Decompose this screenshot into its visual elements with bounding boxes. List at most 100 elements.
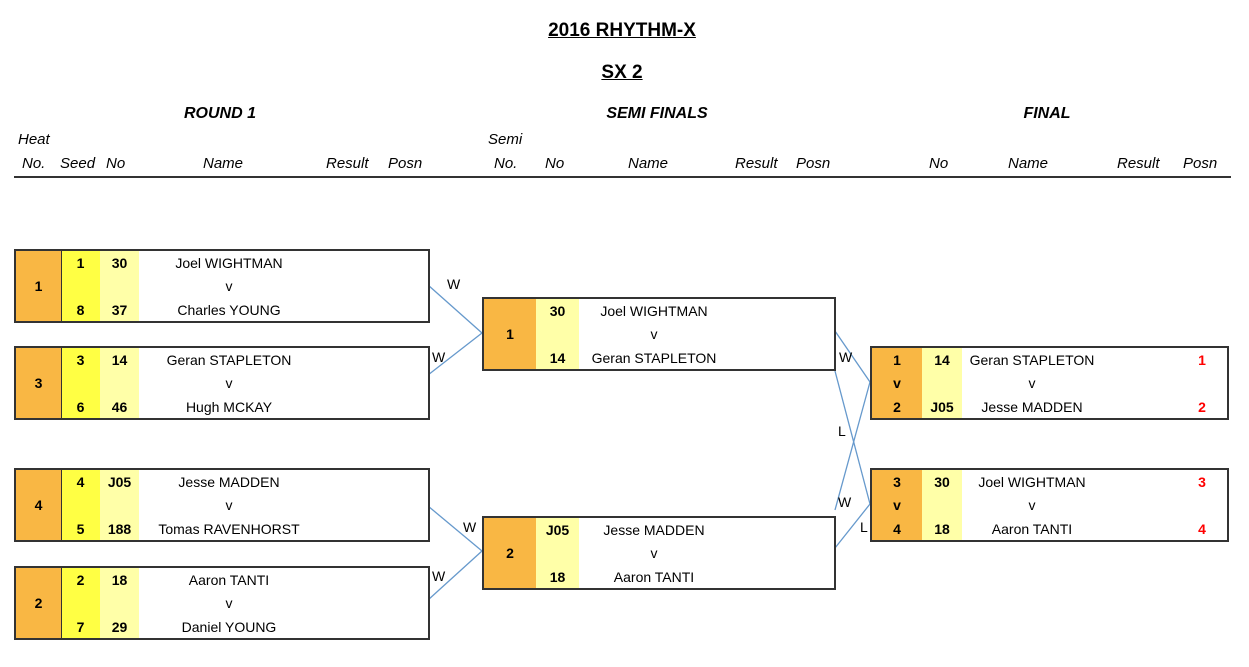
rider-number: 14 [934, 352, 950, 368]
label-heat3-winner: W [432, 349, 446, 365]
final-position: 2 [1198, 399, 1206, 415]
place-cell [872, 348, 922, 418]
number-cell [922, 470, 962, 540]
versus: v [1028, 497, 1036, 513]
place: 4 [893, 521, 901, 537]
semi-number-cell [484, 518, 536, 588]
versus-marker: v [893, 375, 901, 391]
label-heat1-winner: W [447, 276, 461, 292]
semi-box-1[interactable]: 1 30 Joel WIGHTMAN v 14 Geran STAPLETON [482, 297, 836, 371]
col-result: Result [326, 155, 369, 172]
semi-box-2[interactable]: 2 J05 Jesse MADDEN v 18 Aaron TANTI [482, 516, 836, 590]
rider-name: Hugh MCKAY [185, 399, 273, 415]
heat-number: 4 [34, 497, 43, 513]
semi-number-cell [484, 299, 536, 369]
heat-number: 3 [34, 375, 43, 391]
versus: v [1028, 375, 1036, 391]
connector-heat2-semi2 [427, 550, 483, 601]
rider-name: Jesse MADDEN [178, 474, 280, 490]
connector-semi2-final-w [834, 381, 871, 511]
connector-semi2-final-l [834, 503, 871, 549]
number-cell [922, 348, 962, 418]
place: 1 [893, 352, 901, 368]
seed-cell [61, 470, 101, 540]
col-heat-no: No. [22, 155, 46, 172]
seed-cell [61, 568, 101, 638]
rider-name: Aaron TANTI [991, 521, 1073, 537]
heat-number-cell [16, 568, 61, 638]
col-final-name: Name [1008, 155, 1049, 172]
final-heading: FINAL [1023, 105, 1071, 122]
rider-name: Aaron TANTI [613, 569, 695, 585]
col-no: No [106, 155, 126, 172]
number-cell [536, 518, 579, 588]
heat-number-cell [16, 251, 61, 321]
col-name: Name [203, 155, 244, 172]
rider-name: Jesse MADDEN [603, 522, 705, 538]
rider-seed: 2 [76, 572, 85, 588]
semi-number: 1 [506, 326, 514, 342]
versus: v [225, 375, 233, 391]
rider-number: J05 [107, 474, 132, 490]
seed-cell [61, 348, 101, 418]
col-semi-top: Semi [488, 131, 523, 148]
col-final-result: Result [1117, 155, 1160, 172]
number-cell [100, 251, 139, 321]
seed-cell [61, 251, 101, 321]
rider-number: J05 [545, 522, 570, 538]
rider-number: 30 [111, 255, 128, 271]
rider-name: Daniel YOUNG [181, 619, 277, 635]
heat-box-2[interactable]: 2 2 18 Aaron TANTI v 7 29 Daniel YOUNG [14, 566, 430, 640]
versus: v [225, 278, 233, 294]
final-box-1[interactable]: 1 v 2 14 J05 Geran STAPLETON v Jesse MAD… [870, 346, 1229, 420]
connector-heat4-semi2 [427, 505, 483, 552]
col-semi-rider-no: No [545, 155, 565, 172]
number-cell [100, 470, 139, 540]
final-position: 4 [1198, 521, 1206, 537]
rider-name: Jesse MADDEN [981, 399, 1083, 415]
label-semi1-winner: W [839, 349, 853, 365]
rider-name: Geran STAPLETON [166, 352, 292, 368]
number-cell [536, 299, 579, 369]
col-posn: Posn [388, 155, 423, 172]
rider-name: Joel WIGHTMAN [600, 303, 708, 319]
rider-seed: 6 [76, 399, 85, 415]
label-semi2-loser: L [860, 519, 868, 535]
rider-seed: 8 [76, 302, 85, 318]
rider-seed: 1 [76, 255, 85, 271]
event-class: SX 2 [601, 62, 643, 83]
rider-name: Geran STAPLETON [591, 350, 717, 366]
place: 2 [893, 399, 901, 415]
heat-box-4[interactable]: 4 4 J05 Jesse MADDEN v 5 188 Tomas RAVEN… [14, 468, 430, 542]
rider-name: Joel WIGHTMAN [978, 474, 1086, 490]
rider-number: 46 [111, 399, 128, 415]
final-box-2[interactable]: 3 v 4 30 18 Joel WIGHTMAN v Aaron TANTI … [870, 468, 1229, 542]
heat-number: 1 [34, 278, 43, 294]
round1-heading: ROUND 1 [183, 105, 256, 122]
heat-box-1[interactable]: 1 1 30 Joel WIGHTMAN v 8 37 Charles YOUN… [14, 249, 430, 323]
rider-number: 18 [934, 521, 950, 537]
rider-number: 30 [934, 474, 950, 490]
rider-seed: 4 [76, 474, 85, 490]
label-heat2-winner: W [432, 568, 446, 584]
col-seed: Seed [60, 155, 96, 172]
connector-semi1-final-l [834, 370, 871, 505]
rider-number: J05 [930, 399, 954, 415]
rider-seed: 5 [76, 521, 85, 537]
col-semi-name: Name [628, 155, 669, 172]
header-divider [14, 176, 1231, 178]
heat-box-3[interactable]: 3 3 14 Geran STAPLETON v 6 46 Hugh MCKAY [14, 346, 430, 420]
number-cell [100, 568, 139, 638]
rider-name: Tomas RAVENHORST [158, 521, 300, 537]
col-final-no: No [929, 155, 949, 172]
versus: v [225, 497, 233, 513]
semi-number: 2 [506, 545, 514, 561]
rider-name: Joel WIGHTMAN [175, 255, 283, 271]
rider-name: Geran STAPLETON [969, 352, 1095, 368]
rider-seed: 7 [76, 619, 85, 635]
rider-name: Aaron TANTI [188, 572, 270, 588]
rider-number: 18 [549, 569, 566, 585]
event-title: 2016 RHYTHM-X [548, 20, 696, 41]
label-semi2-winner: W [838, 494, 852, 510]
